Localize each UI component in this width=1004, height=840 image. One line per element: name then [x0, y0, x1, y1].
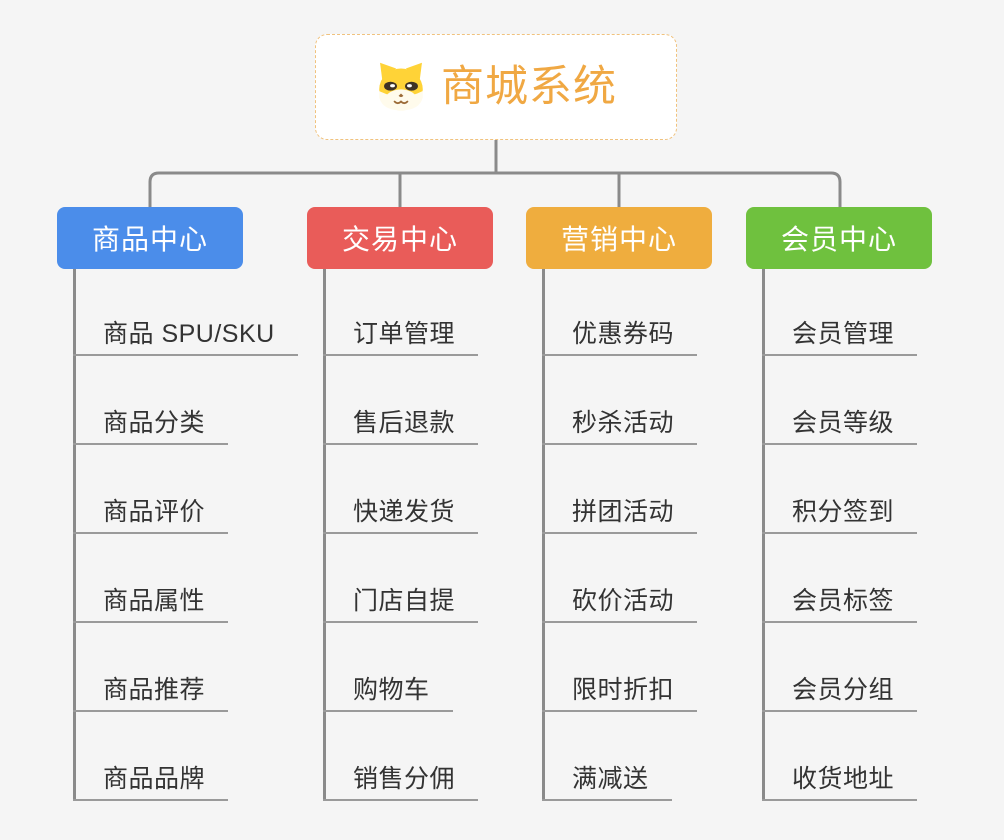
topic-item[interactable]: 满减送 [542, 764, 672, 801]
topic-item[interactable]: 订单管理 [323, 319, 479, 356]
root-title: 商城系统 [441, 62, 617, 111]
topic-item[interactable]: 商品 SPU/SKU [73, 319, 298, 356]
topic-item[interactable]: 销售分佣 [323, 764, 479, 801]
topic-item[interactable]: 商品品牌 [73, 764, 229, 801]
topic-item[interactable]: 商品评价 [73, 497, 229, 534]
topic-item[interactable]: 会员管理 [762, 319, 918, 356]
branch-column-trade: 订单管理 售后退款 快递发货 门店自提 购物车 销售分佣 [323, 269, 563, 801]
topic-item[interactable]: 门店自提 [323, 586, 479, 623]
topic-item[interactable]: 砍价活动 [542, 586, 698, 623]
topic-item[interactable]: 秒杀活动 [542, 408, 698, 445]
branch-column-member: 会员管理 会员等级 积分签到 会员标签 会员分组 收货地址 [762, 269, 1002, 801]
shiba-dog-icon [379, 62, 423, 111]
branch-node-marketing-center[interactable]: 营销中心 [526, 207, 712, 269]
topic-item[interactable]: 商品推荐 [73, 675, 229, 712]
branch-node-trade-center[interactable]: 交易中心 [307, 207, 493, 269]
topic-item[interactable]: 会员等级 [762, 408, 918, 445]
branch-trunk-line [542, 269, 545, 801]
topic-item[interactable]: 积分签到 [762, 497, 918, 534]
branch-column-product: 商品 SPU/SKU 商品分类 商品评价 商品属性 商品推荐 商品品牌 [73, 269, 313, 801]
branch-node-member-center[interactable]: 会员中心 [746, 207, 932, 269]
topic-item[interactable]: 收货地址 [762, 764, 918, 801]
topic-item[interactable]: 售后退款 [323, 408, 479, 445]
branch-trunk-line [73, 269, 76, 801]
topic-item[interactable]: 限时折扣 [542, 675, 698, 712]
branch-column-marketing: 优惠券码 秒杀活动 拼团活动 砍价活动 限时折扣 满减送 [542, 269, 782, 801]
branch-trunk-line [762, 269, 765, 801]
topic-item[interactable]: 优惠券码 [542, 319, 698, 356]
topic-item[interactable]: 会员分组 [762, 675, 918, 712]
topic-item[interactable]: 商品分类 [73, 408, 229, 445]
root-node[interactable]: 商城系统 [315, 34, 677, 140]
topic-item[interactable]: 快递发货 [323, 497, 479, 534]
topic-item[interactable]: 拼团活动 [542, 497, 698, 534]
branch-trunk-line [323, 269, 326, 801]
topic-item[interactable]: 会员标签 [762, 586, 918, 623]
topic-item[interactable]: 购物车 [323, 675, 453, 712]
topic-item[interactable]: 商品属性 [73, 586, 229, 623]
branch-node-product-center[interactable]: 商品中心 [57, 207, 243, 269]
